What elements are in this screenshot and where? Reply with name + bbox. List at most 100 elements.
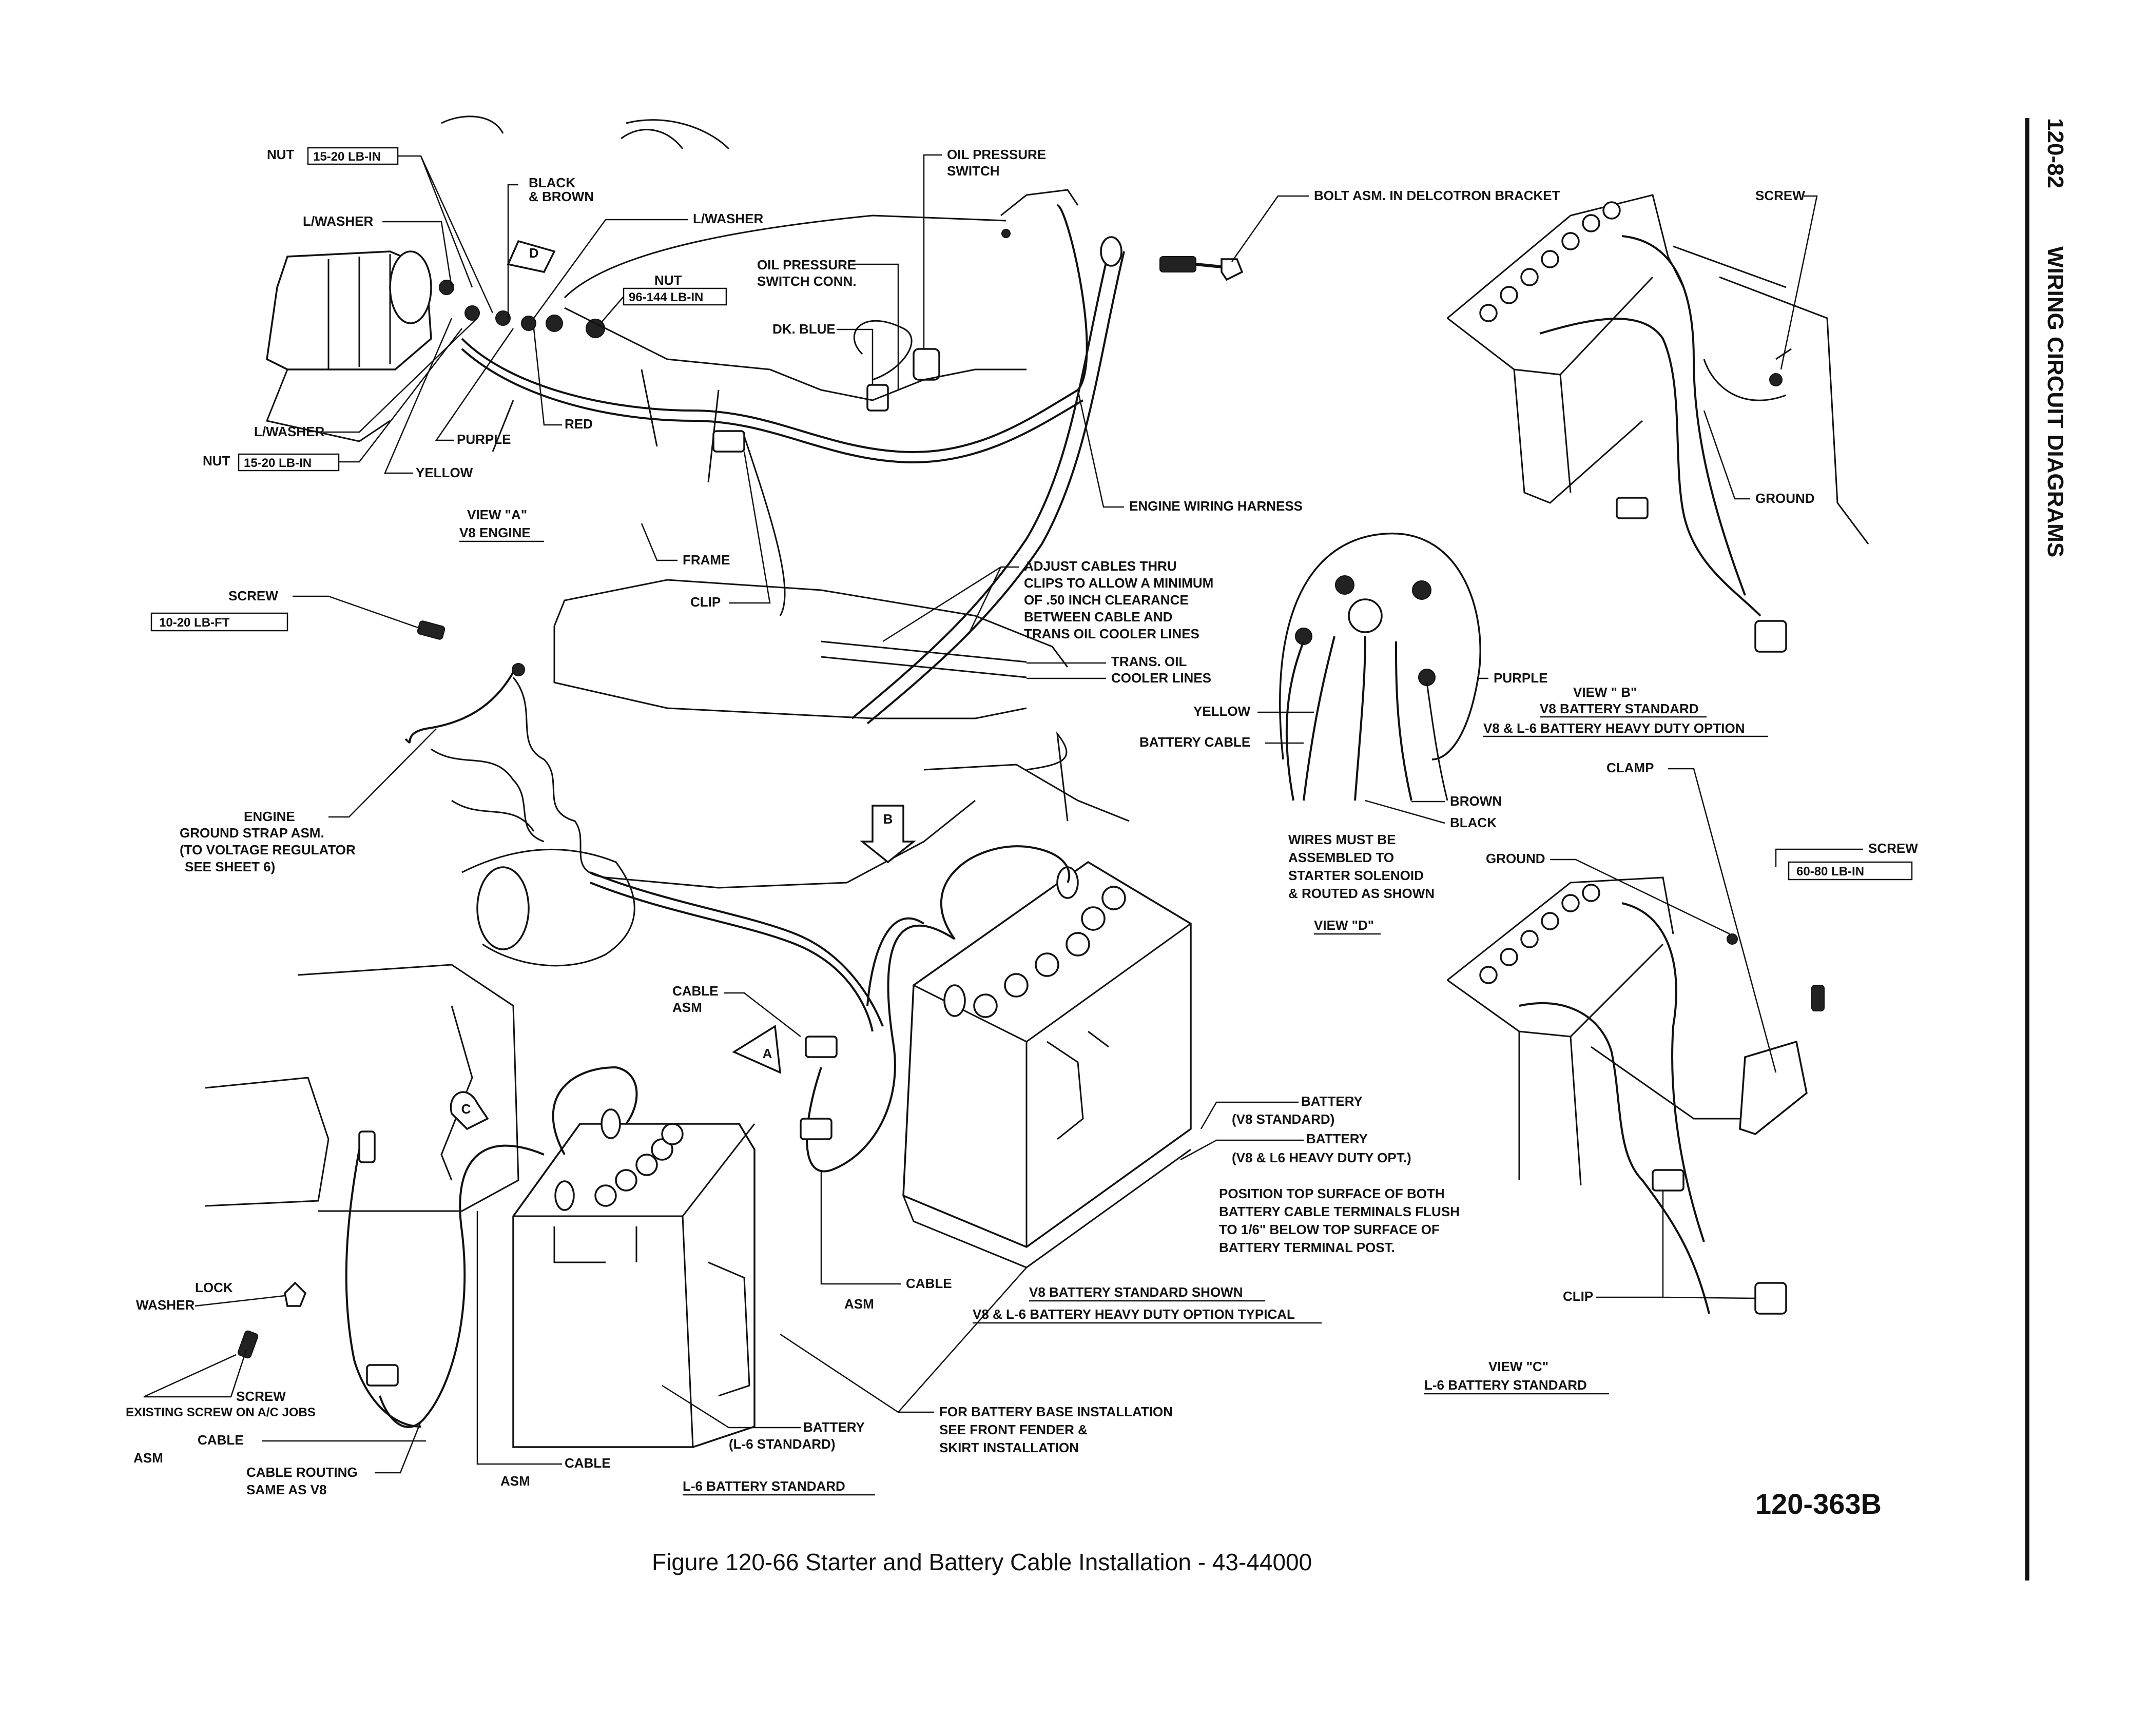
nut-bottom-spec: 15-20 LB-IN [244, 456, 312, 470]
oil-switch-conn-2: SWITCH CONN. [757, 274, 857, 289]
vb-cable-2 [1621, 235, 1746, 596]
vb-caps [1479, 201, 1621, 322]
l6-cable-top [552, 1066, 638, 1155]
adjust-cables-note: ADJUST CABLES THRU CLIPS TO ALLOW A MINI… [821, 558, 1213, 686]
clip-label: CLIP [690, 594, 721, 610]
cable-asm-leader [724, 992, 801, 1037]
bracket-hole [1001, 229, 1011, 238]
v8-cable-pos [940, 845, 1071, 940]
oil-conn-leader [852, 263, 899, 390]
cable-label: CABLE [906, 1276, 952, 1291]
nut-top-spec: 15-20 LB-IN [313, 150, 381, 164]
vb-title: VIEW " B" [1573, 685, 1637, 700]
purple-label: PURPLE [457, 432, 511, 447]
l6-post-2 [601, 1108, 621, 1139]
cable-routing-1: CABLE ROUTING [246, 1465, 358, 1480]
v8-post-1 [943, 984, 966, 1017]
position-2: BATTERY CABLE TERMINALS FLUSH [1219, 1204, 1460, 1219]
lower-harness [590, 871, 884, 1027]
engine-harness-label: ENGINE WIRING HARNESS [1129, 498, 1303, 514]
nut-top-label: NUT [267, 147, 295, 162]
oil-pressure-switch-2: SWITCH [947, 163, 1000, 179]
battery-l6-1: BATTERY [803, 1419, 865, 1435]
battery-hd-2: (V8 & L6 HEAVY DUTY OPT.) [1232, 1150, 1411, 1165]
oil-pressure-switch-1: OIL PRESSURE [947, 147, 1046, 162]
adjust-4: BETWEEN CABLE AND [1024, 609, 1172, 625]
view-c-labels: CLAMP SCREW 60-80 LB-IN GROUND CLIP VIEW… [1424, 760, 1918, 1395]
cable-asm-2: ASM [672, 1000, 702, 1015]
lock-washer-2: WASHER [136, 1297, 195, 1313]
screw-l6: SCREW [236, 1389, 286, 1404]
oil-switch-leader [923, 154, 942, 349]
frame-lines [492, 369, 720, 483]
vb-edge [1559, 374, 1572, 493]
engine-harness-leader [1077, 389, 1124, 508]
existing-screw: EXISTING SCREW ON A/C JOBS [126, 1406, 316, 1419]
sol-wire-2 [1354, 636, 1366, 801]
page-number: 120-82 [2043, 118, 2068, 188]
lock-washer-shape [284, 1281, 307, 1307]
vc-screw-leader [1775, 848, 1863, 867]
vc-ground-leader [1550, 859, 1730, 935]
lower-starter-cap [476, 866, 530, 950]
cable-asm-1: CABLE [672, 983, 719, 999]
lock-washer-leader [195, 1295, 285, 1307]
vb-ground-leader [1703, 410, 1750, 500]
cable-l6-2-leader [476, 1211, 562, 1465]
asm-l6-2: ASM [500, 1473, 530, 1489]
svg-text:A: A [763, 1046, 772, 1061]
battery-l6-leader [662, 1384, 801, 1429]
view-b-labels: SCREW GROUND PURPLE VIEW " B" V8 BATTERY… [1437, 188, 1818, 737]
battery-base-1: FOR BATTERY BASE INSTALLATION [939, 1404, 1173, 1419]
vc-screw-spec: 60-80 LB-IN [1796, 865, 1864, 879]
red-label: RED [565, 416, 593, 432]
black-brown-2: & BROWN [529, 189, 594, 204]
engine-ground-3: (TO VOLTAGE REGULATOR [180, 842, 356, 857]
vc-clip-1 [1652, 1169, 1684, 1192]
l6-fender [297, 964, 519, 1212]
engine-right [923, 764, 1130, 822]
v8-cable-neg [806, 925, 956, 1173]
engine-harness [461, 204, 1088, 453]
adjust-1: ADJUST CABLES THRU [1024, 558, 1177, 574]
vc-clip-leader [1596, 1191, 1756, 1299]
view-a-title: VIEW "A" [467, 507, 527, 522]
position-4: BATTERY TERMINAL POST. [1219, 1240, 1395, 1255]
view-a-drawing: D [265, 115, 1088, 616]
trans-oil-leaders [1027, 662, 1106, 679]
vc-screw-label: SCREW [1868, 841, 1918, 856]
center-labels: CABLE ASM BATTERY (V8 STANDARD) BATTERY … [672, 983, 1460, 1455]
vb-clip [1616, 497, 1649, 519]
oil-pressure-switch [913, 348, 940, 381]
figure-code: 120-363B [1755, 1488, 1882, 1520]
view-d-drawing [1279, 532, 1481, 801]
solenoid-body [1279, 532, 1481, 760]
bolt-shank [1195, 263, 1222, 268]
vb-ground-label: GROUND [1755, 491, 1815, 506]
battery-cable-top-2 [866, 251, 1125, 725]
vd-title: VIEW "D" [1314, 918, 1374, 933]
vc-clip-2 [1754, 1282, 1787, 1315]
nut-top-leader [398, 155, 494, 314]
vd-yellow: YELLOW [1193, 704, 1251, 719]
nut-mid-leader [600, 296, 624, 324]
vd-black: BLACK [1450, 815, 1497, 830]
l6-post-1 [554, 1180, 575, 1211]
vb-purple: PURPLE [1494, 670, 1547, 686]
vb-battery-top [1447, 194, 1684, 319]
vb-clamp [1754, 620, 1787, 653]
yellow-leader [384, 318, 453, 474]
harness-branch [743, 436, 786, 616]
l6-handle [553, 1226, 637, 1263]
sketch-lines [441, 115, 730, 150]
l-washer-1-leader [382, 221, 453, 288]
cable-routing-2: SAME AS V8 [246, 1482, 327, 1497]
l6-cable-ground [345, 1149, 421, 1428]
adjust-5: TRANS OIL COOLER LINES [1024, 626, 1199, 641]
l6-cable-left [379, 1144, 545, 1428]
battery-base-leader [780, 1267, 1027, 1413]
battery-l6-2: (L-6 STANDARD) [729, 1436, 836, 1452]
sol-wire-1 [1303, 636, 1335, 801]
yellow-label: YELLOW [416, 465, 473, 480]
vc-ground-label: GROUND [1486, 851, 1545, 866]
